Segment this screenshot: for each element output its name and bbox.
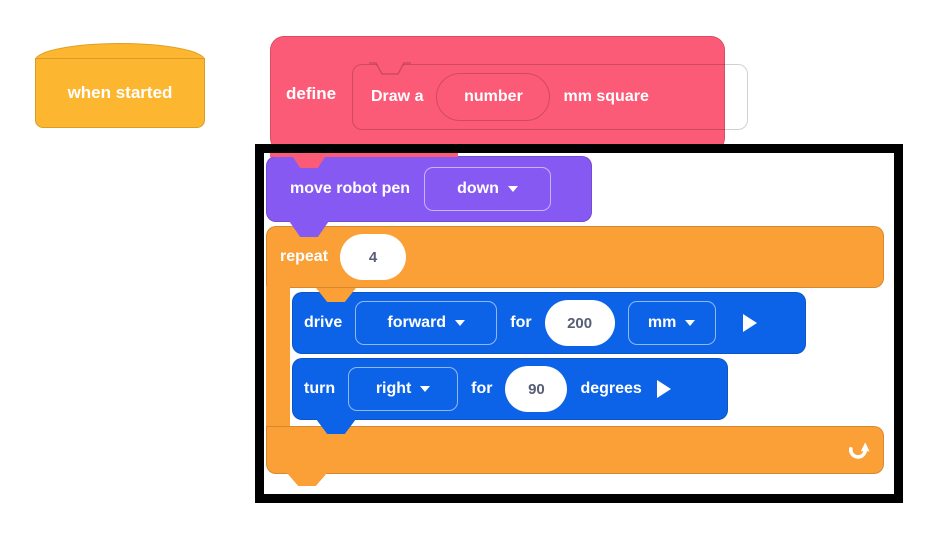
drive-for-label: for: [510, 314, 532, 331]
drive-block[interactable]: drive forward for 200 mm: [292, 292, 806, 354]
repeat-bottom-arm[interactable]: [266, 426, 884, 474]
number-parameter[interactable]: number: [436, 73, 551, 121]
drive-unit-value: mm: [647, 314, 677, 331]
caret-down-icon: [455, 320, 466, 326]
when-started-block[interactable]: when started: [35, 58, 205, 128]
drive-direction-dropdown[interactable]: forward: [355, 301, 498, 345]
move-pen-label: move robot pen: [290, 180, 411, 197]
prototype-block[interactable]: Draw a number mm square: [352, 64, 748, 130]
repeat-label: repeat: [280, 248, 329, 265]
number-parameter-label: number: [464, 88, 523, 105]
when-started-label: when started: [67, 83, 173, 102]
caret-down-icon: [685, 320, 696, 326]
drive-distance-value: 200: [567, 314, 593, 332]
turn-label: turn: [304, 380, 336, 397]
repeat-block[interactable]: repeat 4: [266, 226, 884, 288]
pen-position-value: down: [457, 180, 499, 197]
define-bottom-tab: [289, 151, 329, 168]
define-keyword-label: define: [286, 84, 337, 103]
move-pen-bottom-tab: [289, 221, 329, 237]
run-block-play-icon[interactable]: [742, 314, 757, 332]
prototype-notch: [369, 62, 411, 75]
turn-for-label: for: [471, 380, 493, 397]
move-pen-block[interactable]: move robot pen down: [266, 156, 592, 222]
turn-unit-label: degrees: [580, 380, 642, 397]
define-bottom-edge: [270, 151, 458, 157]
drive-distance-input[interactable]: 200: [544, 300, 615, 346]
prototype-text-2: mm square: [563, 88, 649, 105]
turn-direction-dropdown[interactable]: right: [348, 367, 459, 411]
repeat-count-value: 4: [368, 248, 378, 266]
turn-bottom-tab: [316, 419, 356, 434]
loop-arrow-icon: [848, 442, 870, 459]
define-block[interactable]: define Draw a number mm square: [270, 36, 748, 152]
drive-unit-dropdown[interactable]: mm: [627, 301, 716, 345]
repeat-inner-tab: [316, 288, 356, 302]
turn-angle-input[interactable]: 90: [505, 366, 568, 412]
caret-down-icon: [420, 386, 431, 392]
turn-block[interactable]: turn right for 90 degrees: [292, 358, 728, 420]
turn-angle-value: 90: [528, 380, 545, 398]
when-started-hat-curve: [35, 43, 205, 60]
drive-label: drive: [304, 314, 343, 331]
turn-direction-value: right: [375, 380, 412, 397]
run-block-play-icon[interactable]: [656, 380, 671, 398]
repeat-left-wall[interactable]: [266, 286, 290, 428]
repeat-bottom-tab: [287, 473, 327, 486]
pen-position-dropdown[interactable]: down: [424, 167, 552, 211]
drive-direction-value: forward: [387, 314, 447, 331]
caret-down-icon: [507, 186, 518, 192]
prototype-text-1: Draw a: [371, 88, 424, 105]
repeat-count-input[interactable]: 4: [340, 234, 407, 280]
